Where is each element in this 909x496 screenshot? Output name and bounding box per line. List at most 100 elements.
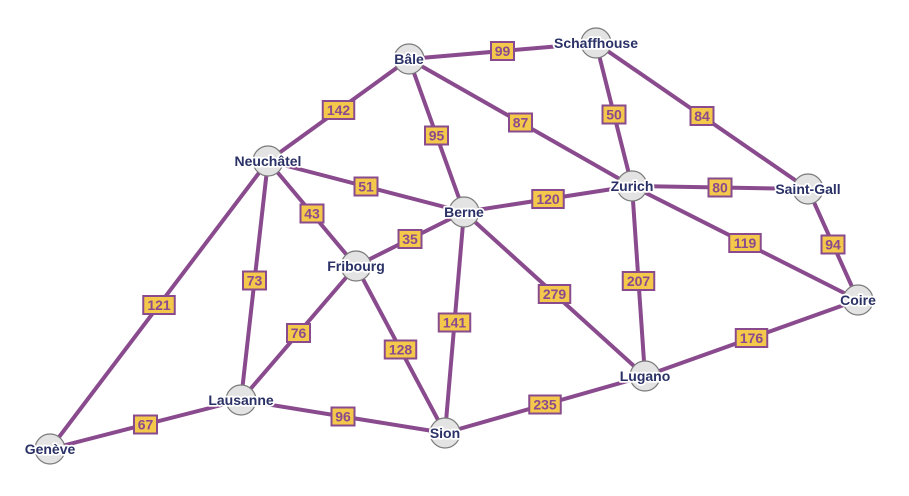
edge-weight-neuchatel-lausanne: 73 (242, 270, 267, 291)
node-sion (429, 417, 461, 449)
weight-box (528, 394, 562, 415)
weight-box (330, 406, 356, 427)
node-lausanne (225, 384, 257, 416)
edge-weight-bale-berne: 95 (424, 125, 449, 146)
edge-weight-schaffhouse-saintgall: 84 (689, 106, 715, 126)
weight-box (353, 176, 379, 197)
edge-weight-neuchatel-geneve: 121 (142, 295, 176, 315)
weight-box (299, 203, 325, 224)
node-label-coire: Coire (840, 292, 876, 308)
node-zurich (616, 170, 648, 202)
weight-box (531, 189, 565, 209)
edge-weight-neuchatel-berne: 51 (353, 176, 379, 197)
weight-label: 35 (402, 231, 418, 247)
node-label-sion: Sion (430, 425, 460, 441)
weight-label: 96 (335, 409, 351, 425)
weight-label: 84 (694, 108, 710, 124)
weight-box (820, 234, 846, 255)
node-label-berne: Berne (444, 204, 484, 220)
edge-weight-sion-lugano: 235 (528, 394, 562, 415)
weight-label: 279 (543, 286, 567, 302)
edge-weight-neuchatel-fribourg: 43 (299, 203, 325, 224)
weight-label: 121 (147, 297, 171, 313)
edge-weight-schaffhouse-zurich: 50 (601, 104, 627, 125)
node-label-geneve: Genève (25, 441, 76, 457)
weight-label: 51 (358, 179, 374, 195)
edge-weight-bale-schaffhouse: 99 (490, 41, 515, 61)
edge-weight-coire-lugano: 176 (734, 328, 769, 348)
edge-weight-zurich-saintgall: 80 (707, 177, 733, 198)
edge-weight-zurich-coire: 119 (728, 233, 762, 253)
weight-label: 95 (429, 128, 445, 144)
weight-label: 99 (495, 43, 511, 59)
node-label-saintgall: Saint-Gall (775, 181, 840, 197)
weight-label: 176 (740, 330, 764, 346)
node-saintgall (792, 173, 824, 205)
edge-weight-saintgall-coire: 94 (820, 234, 846, 255)
edge-weight-berne-fribourg: 35 (397, 229, 423, 249)
edge-weight-bale-zurich: 87 (508, 112, 533, 133)
weight-box (621, 271, 656, 291)
edge-weight-fribourg-sion: 128 (383, 339, 418, 360)
weights-layer: 99 142 95 87 50 84 51 43 73 121 120 35 141 279 80 119 20… (133, 41, 846, 435)
weight-label: 80 (712, 180, 728, 196)
weight-label: 141 (443, 315, 467, 331)
node-label-fribourg: Fribourg (327, 258, 385, 274)
node-label-lausanne: Lausanne (208, 392, 274, 408)
edge-weight-berne-sion: 141 (437, 312, 472, 333)
weight-label: 207 (627, 273, 651, 289)
node-label-zurich: Zurich (611, 178, 654, 194)
weight-label: 142 (327, 102, 351, 118)
weight-label: 120 (536, 191, 560, 207)
node-label-bale: Bâle (394, 51, 424, 67)
weight-box (383, 339, 418, 360)
node-label-lugano: Lugano (620, 368, 671, 384)
weight-label: 73 (247, 273, 263, 289)
edge-weight-berne-lugano: 279 (537, 284, 572, 304)
weight-box (321, 100, 356, 120)
weight-box (689, 106, 715, 126)
edge-weight-lausanne-sion: 96 (330, 406, 356, 427)
node-label-schaffhouse: Schaffhouse (554, 35, 638, 51)
node-geneve (34, 433, 66, 465)
weight-box (397, 229, 423, 249)
weight-box (601, 104, 627, 125)
weight-box (728, 233, 762, 253)
node-lugano (629, 360, 661, 392)
weight-label: 87 (513, 115, 529, 131)
weight-box (437, 312, 472, 333)
node-neuchatel (252, 145, 284, 177)
weight-box (286, 323, 311, 343)
nodes-layer (34, 27, 874, 465)
edge-weight-lausanne-geneve: 67 (133, 414, 158, 435)
weight-box (734, 328, 769, 348)
weight-label: 119 (734, 235, 757, 251)
node-berne (448, 196, 480, 228)
weight-label: 235 (533, 397, 557, 413)
weight-label: 94 (825, 237, 841, 253)
weight-box (508, 112, 533, 133)
weight-label: 50 (606, 107, 622, 123)
node-schaffhouse (580, 27, 612, 59)
weight-box (142, 295, 176, 315)
weight-box (424, 125, 449, 146)
weight-label: 128 (389, 342, 413, 358)
node-label-neuchatel: Neuchâtel (235, 153, 302, 169)
node-bale (393, 43, 425, 75)
weight-box (242, 270, 267, 291)
weight-box (537, 284, 572, 304)
weight-box (490, 41, 515, 61)
edge-weight-fribourg-lausanne: 76 (286, 323, 311, 343)
node-fribourg (340, 250, 372, 282)
weight-box (133, 414, 158, 435)
edge-weight-berne-zurich: 120 (531, 189, 565, 209)
edge-weight-bale-neuchatel: 142 (321, 100, 356, 120)
weight-label: 76 (291, 325, 307, 341)
weight-label: 43 (304, 206, 320, 222)
node-coire (842, 284, 874, 316)
weight-box (707, 177, 733, 198)
weight-label: 67 (138, 417, 154, 433)
edge-weight-zurich-lugano: 207 (621, 271, 656, 291)
